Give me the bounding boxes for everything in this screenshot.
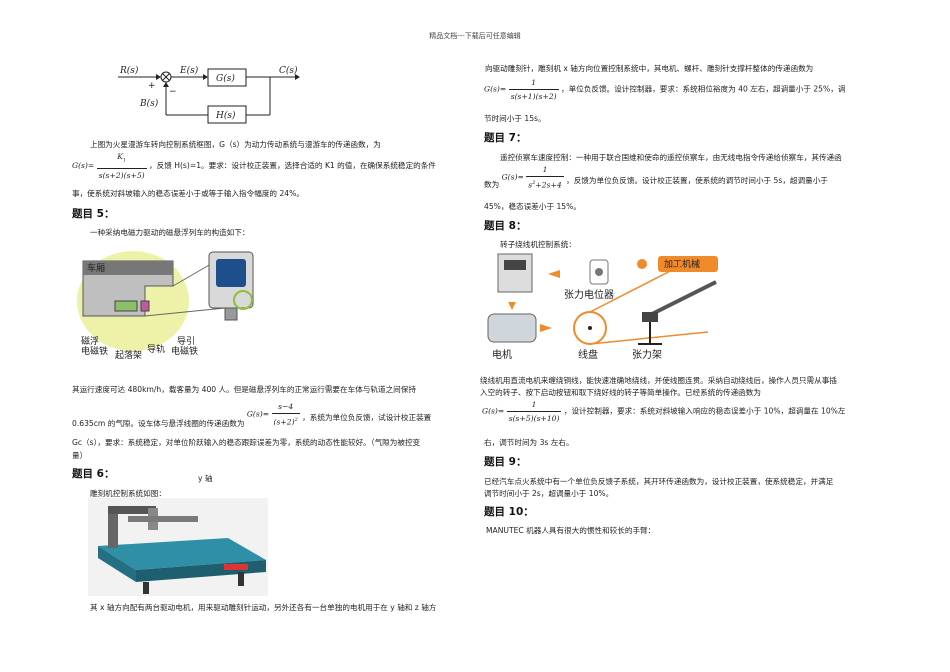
heading-q7: 题目 7：: [484, 132, 527, 144]
label-daogui: 导轨: [147, 343, 165, 355]
p8-fraction: 1 s(s+5)(s+10): [506, 400, 562, 423]
heading-q6: 题目 6：: [72, 468, 115, 480]
p6-bottom: 其 x 轴方向配有两台驱动电机，用来驱动雕刻针运动，另外还各有一台单独的电机用于…: [90, 603, 437, 612]
p6-cont: 向驱动雕刻针，雕刻机 x 轴方向位置控制系统中，其电机、螺杆、雕刻针支撑杆整体的…: [485, 64, 814, 73]
label-zhanglijia: 张力架: [632, 348, 662, 361]
p5-gs: G(s)=: [246, 409, 270, 419]
h-label: H(s): [215, 110, 236, 121]
b-label: B(s): [139, 98, 159, 109]
p7-line1: 遥控侦察车速度控制：一种用于联合国维和使命的遥控侦察车，由无线电指令传递给侦察车…: [500, 153, 842, 162]
heading-q8: 题目 8：: [484, 220, 527, 232]
p9-line2: 调节时间小于 2s，超调量小于 10%。: [484, 489, 614, 498]
winding-machine-figure: 加工机械 张力电位器 电机 线盘 张力架: [487, 253, 718, 361]
label-cifu2: 电磁铁: [81, 345, 108, 357]
p7-line3: 45%，稳态误差小于 15%。: [484, 202, 581, 211]
c-label: C(s): [279, 65, 298, 76]
p6-formula-line: G(s)= 1 s(s+1)(s+2) ，单位负反馈。设计控制器，要求：系统相位…: [484, 78, 846, 101]
p1-formula-line: G(s)= K1 s(s+2)(s+5) ，反馈 H(s)=1。要求：设计校正装…: [72, 150, 436, 182]
p8-line4: 右，调节时间为 3s 左右。: [484, 438, 574, 447]
p1-gs: G(s)=: [72, 160, 95, 170]
p8-formula-line: G(s)= 1 s(s+5)(s+10) ，设计控制器，要求：系统对斜坡输入响应…: [482, 400, 846, 423]
p5-fraction: s−4 (s+2)2: [271, 402, 300, 427]
label-zhangli-dianweiqi: 张力电位器: [564, 288, 614, 301]
label-daoyin: 导引: [177, 336, 195, 347]
plus-sign: +: [148, 81, 156, 91]
p9-line1: 已经汽车点火系统中有一个单位负反馈子系统，其开环传递函数为，设计校正装置，使系统…: [484, 477, 834, 486]
p8-intro: 转子绕线机控制系统：: [500, 240, 576, 249]
page-header: 精品文档---下载后可任意编辑: [429, 32, 521, 40]
label-dianji: 电机: [492, 348, 512, 361]
p7-formula-line: 数为 G(s)= 1 s2+2s+4 ，反馈为单位负反馈。设计校正装置，使系统的…: [484, 165, 828, 190]
heading-q10: 题目 10：: [484, 506, 534, 518]
p7-fraction: 1 s2+2s+4: [526, 165, 564, 190]
heading-q5: 题目 5：: [72, 208, 115, 220]
label-chexiang: 车厢: [87, 262, 105, 274]
p5-line1: 其运行速度可达 480km/h，载客量为 400 人。但是磁悬浮列车的正常运行需…: [72, 385, 416, 394]
p5-intro: 一种采纳电磁力驱动的磁悬浮列车的构造如下：: [90, 228, 250, 237]
minus-sign: −: [169, 87, 177, 97]
r-label: R(s): [119, 65, 139, 76]
label-jiagong: 加工机械: [664, 258, 700, 270]
p1-tail: ，反馈 H(s)=1。要求：设计校正装置，选择合适的 K1 的值，在确保系统稳定…: [149, 160, 436, 170]
p6-fraction: 1 s(s+1)(s+2): [508, 78, 559, 101]
p10-line1: MANUTEC 机器人具有很大的惯性和较长的手臂：: [486, 526, 656, 535]
p8-line1: 绕线机用直流电机来缠绕铜线，能快速准确地绕线，并使线圈连贯。采纳自动绕线后，操作…: [480, 376, 837, 385]
label-qiluo: 起落架: [115, 349, 142, 361]
p5-line3: Gc（s），要求：系统稳定，对单位阶跃输入的稳态跟踪误差为零，系统的动态性能较好…: [72, 438, 421, 447]
p5-formula-line: 0.635cm 的气隙。设车体与悬浮线圈的传递函数为 G(s)= s−4 (s+…: [72, 402, 432, 429]
y-axis-label: y 轴: [198, 474, 213, 483]
label-daoyin2: 电磁铁: [171, 345, 198, 357]
p6-tail2: 节时间小于 15s。: [484, 114, 546, 123]
p1-fraction: K1 s(s+2)(s+5): [96, 152, 147, 180]
engraving-machine-photo: [88, 498, 268, 596]
p1-line1: 上图为火星漫游车转向控制系统框图，G（s）为动力传动系统与漫游车的传递函数，为: [90, 140, 381, 149]
maglev-figure: 车厢 磁浮 电磁铁 起落架 导轨 导引 电磁铁: [77, 251, 254, 361]
p8-line2: 入空的转子、按下启动按钮和取下绕好线的转子等简单操作。已经系统的传递函数为: [480, 388, 761, 397]
g-label: G(s): [216, 73, 235, 84]
label-cifu: 磁浮: [81, 335, 99, 347]
p6-intro: 雕刻机控制系统如图：: [90, 489, 166, 498]
p5-line4: 量）: [72, 451, 88, 460]
e-label: E(s): [179, 65, 199, 76]
label-xianpan: 线盘: [578, 348, 598, 361]
p1-line3: 事，使系统对斜坡输入的稳态误差小于或等于输入指令幅度的 24%。: [72, 189, 304, 198]
heading-q9: 题目 9：: [484, 456, 527, 468]
block-diagram: R(s) E(s) C(s) B(s) G(s) H(s) + −: [118, 65, 300, 124]
